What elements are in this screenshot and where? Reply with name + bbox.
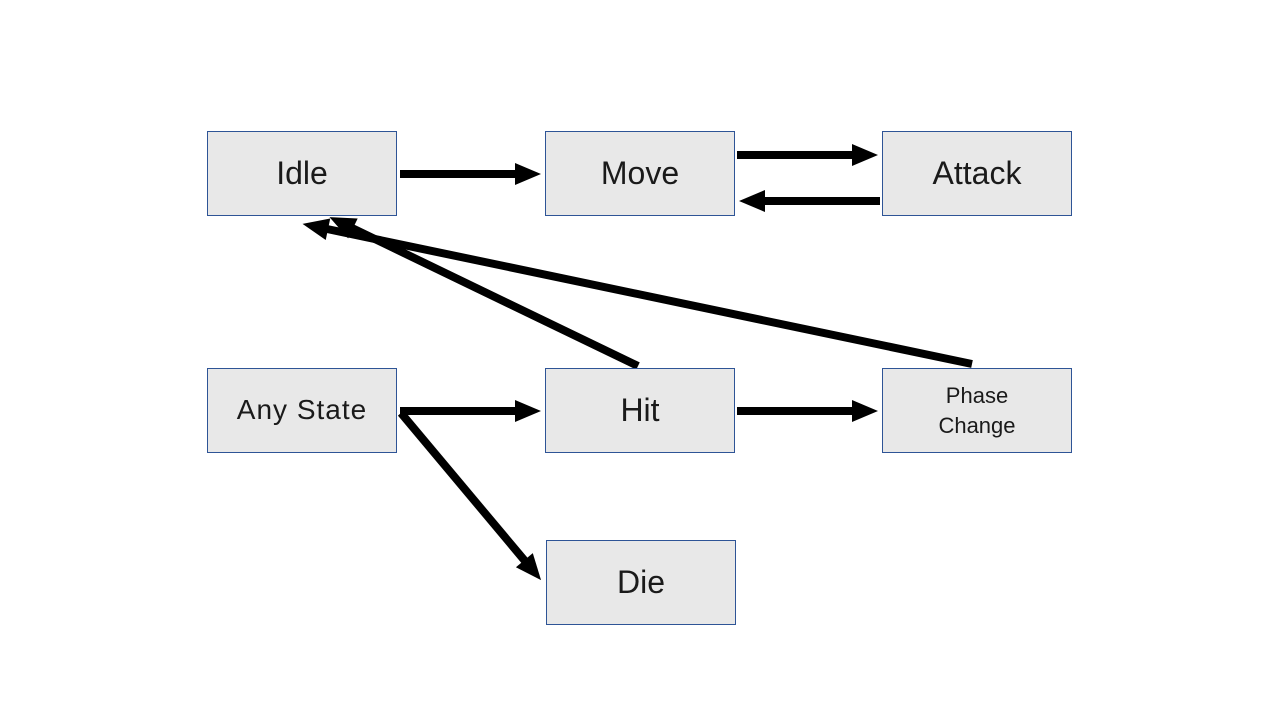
state-node-attack: Attack xyxy=(882,131,1072,216)
state-node-die: Die xyxy=(546,540,736,625)
state-label-hit: Hit xyxy=(620,392,660,429)
edge-any-state-to-die xyxy=(397,410,542,581)
state-label-move: Move xyxy=(600,155,680,192)
state-label-idle: Idle xyxy=(276,155,328,192)
state-label-die: Die xyxy=(616,564,665,601)
state-node-phase-change: Phase Change xyxy=(882,368,1072,453)
edge-hit-to-idle xyxy=(329,217,640,370)
state-label-any-state: Any State xyxy=(236,394,368,426)
state-node-hit: Hit xyxy=(545,368,735,453)
state-node-move: Move xyxy=(545,131,735,216)
edge-phase-change-to-idle xyxy=(302,218,973,368)
state-node-any-state: Any State xyxy=(207,368,397,453)
state-node-idle: Idle xyxy=(207,131,397,216)
state-label-attack: Attack xyxy=(932,155,1022,192)
state-label-phase-change: Phase Change xyxy=(938,382,1016,438)
